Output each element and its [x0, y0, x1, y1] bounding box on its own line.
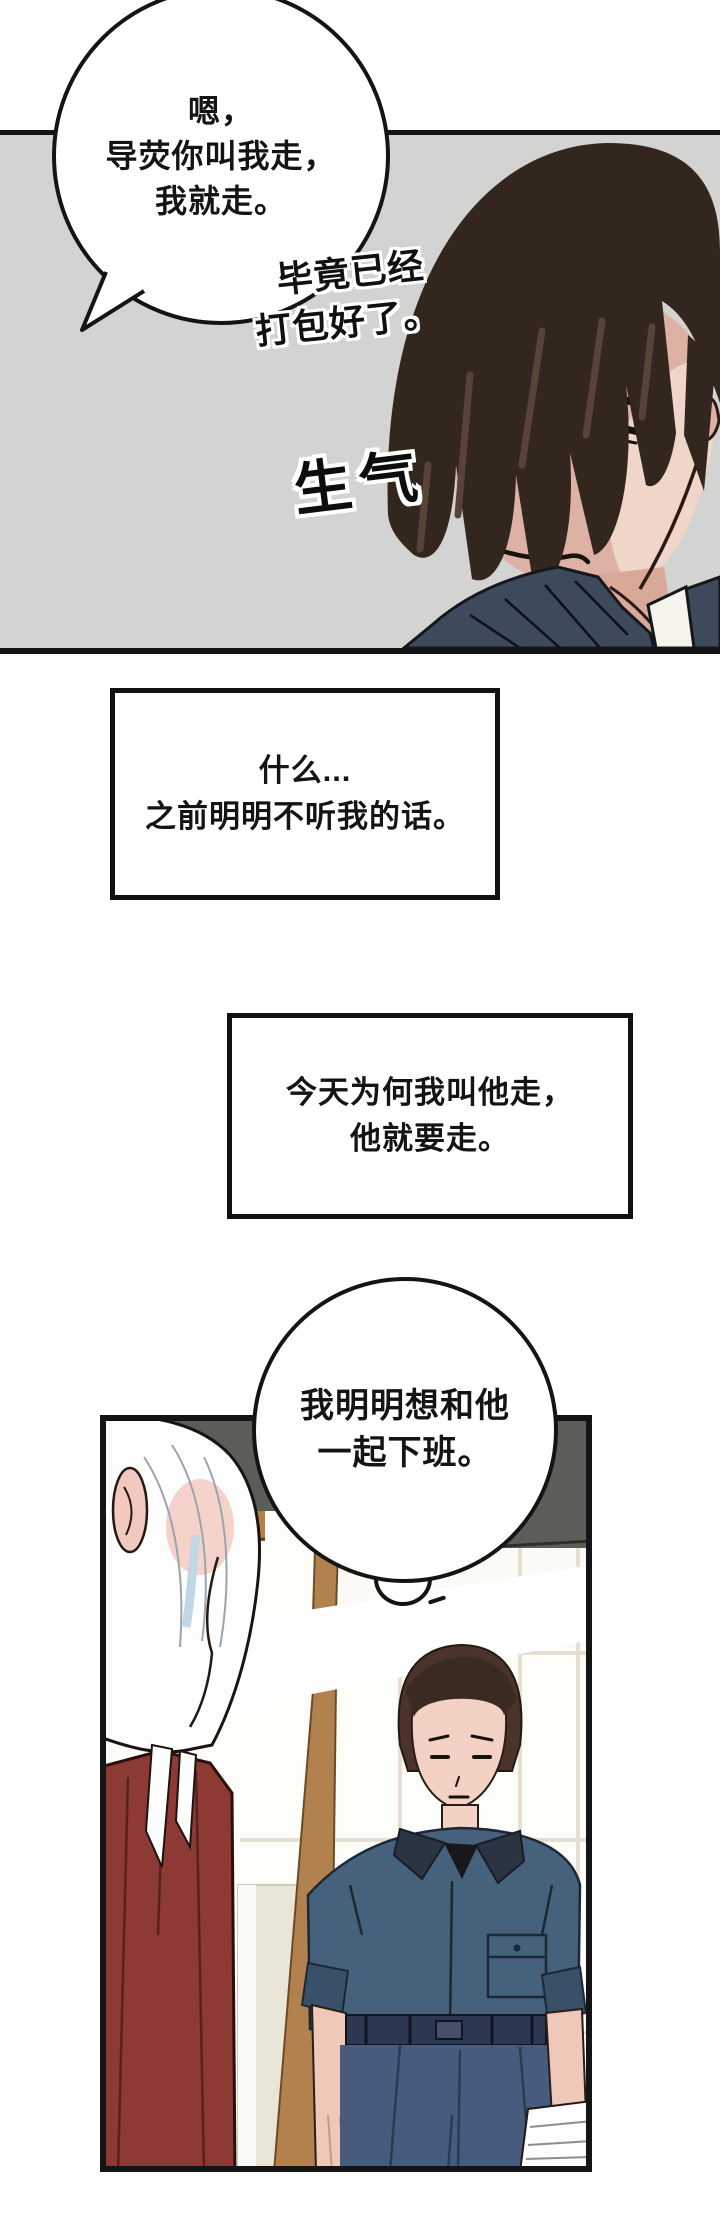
bubble1-line: 导荧你叫我走， — [105, 137, 337, 174]
narration-line: 今天为何我叫他走， — [286, 1075, 574, 1110]
narration-box-1: 什么... 之前明明不听我的话。 — [110, 688, 500, 900]
panel-2 — [100, 1415, 592, 2172]
jumpsuit-shirt — [306, 1826, 582, 2031]
man-dark-hair-figure — [387, 143, 720, 648]
white-haired-figure — [106, 1421, 261, 2166]
bubble2-line: 一起下班。 — [317, 1434, 493, 1472]
right-forearm — [544, 2007, 586, 2119]
speech-bubble-1: 嗯， 导荧你叫我走， 我就走。 — [52, 0, 390, 325]
narration-line: 什么... — [258, 753, 352, 788]
white-cloth-stack — [519, 2100, 586, 2166]
panel-2-scene — [106, 1421, 586, 2166]
bubble1-line: 我就走。 — [154, 182, 287, 219]
man-navy-shirt — [401, 565, 720, 648]
sfx-text: 生气 — [290, 443, 430, 524]
man2-face — [410, 1693, 508, 1811]
bubble1-line: 嗯， — [187, 92, 254, 129]
speech-bubble-1-tail — [80, 270, 146, 332]
bubble2-line: 我明明想和他 — [300, 1387, 510, 1425]
speech-bubble-2: 我明明想和他 一起下班。 — [252, 1277, 558, 1583]
narration-line: 他就要走。 — [350, 1121, 510, 1156]
narration-box-2: 今天为何我叫他走， 他就要走。 — [227, 1013, 633, 1219]
narration-line: 之前明明不听我的话。 — [145, 799, 465, 834]
man-blue-jumpsuit-figure — [300, 1643, 586, 2166]
chest-pocket — [486, 1933, 548, 1999]
man-hair — [387, 143, 720, 590]
